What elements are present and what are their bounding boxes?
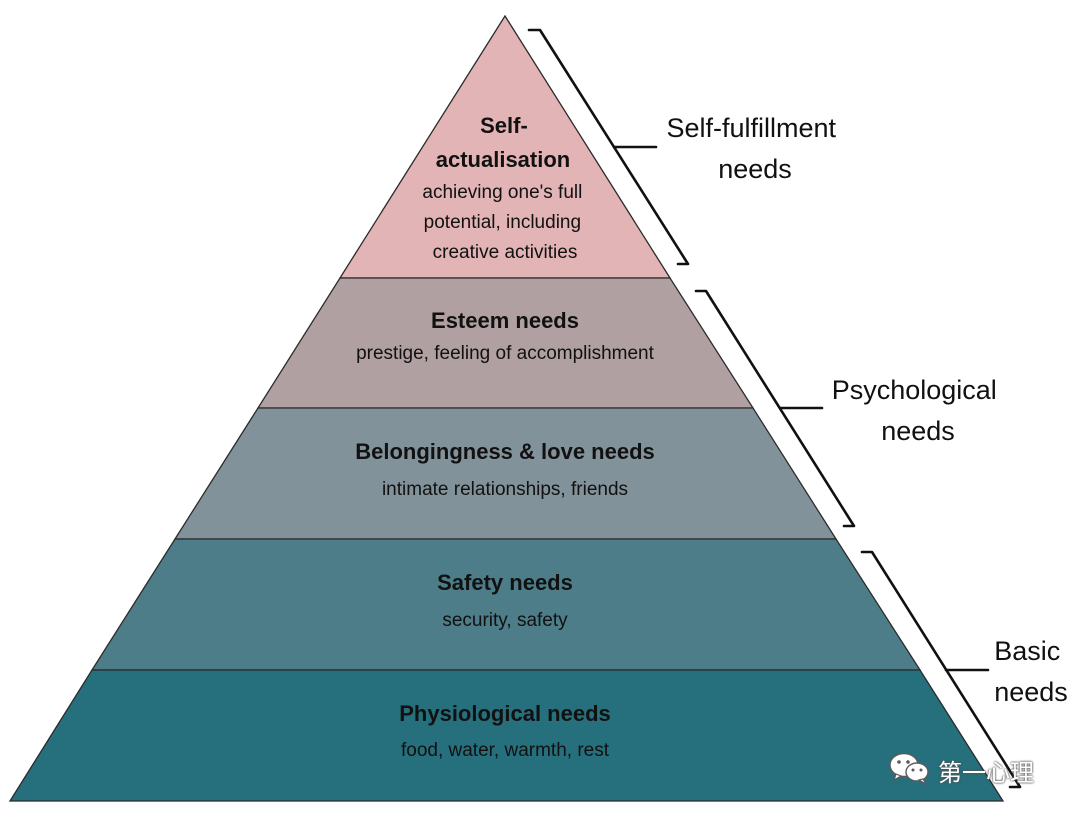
svg-text:achieving one's full p: achieving one's full potential, includin… [422,182,587,263]
tier-safety: Safety needs security, safety [90,538,922,671]
tier-self-actualisation-desc-line-1: achieving one's full [422,182,582,203]
watermark-text: 第一心理 [938,758,1034,787]
group-self-fulfillment-label-line-1: Self-fulfillment [666,113,836,143]
group-brackets: Self-fulfillment needs Psychological nee… [527,28,1068,789]
svg-text:Psychological needs: Psychological needs [832,375,1005,446]
group-psychological-label-line-1: Psychological [832,375,997,405]
tier-self-actualisation-title-line-1: Self- [480,113,528,138]
tier-safety-title: Safety needs [437,570,573,595]
group-basic-label-line-1: Basic [994,636,1060,666]
group-psychological-label-line-2: needs [881,416,955,446]
pyramid: Self- actualisation achieving one's full… [8,14,1005,802]
tier-safety-desc: security, safety [442,610,568,631]
svg-text:Basic needs: Basic needs [994,636,1068,707]
tier-esteem-title: Esteem needs [431,308,579,333]
tier-self-actualisation: Self- actualisation achieving one's full… [338,14,672,279]
svg-text:Self-fulfillment needs: Self-fulfillment needs [666,113,843,184]
tier-physiological-title: Physiological needs [399,701,611,726]
group-self-fulfillment: Self-fulfillment needs [527,28,843,266]
watermark: 第一心理 [888,750,1034,790]
tier-physiological-shape [8,669,1005,802]
tier-belongingness: Belongingness & love needs intimate rela… [173,407,838,540]
wechat-icon [888,750,932,791]
tier-belongingness-shape [173,407,838,540]
tier-physiological-desc: food, water, warmth, rest [401,740,610,761]
tier-self-actualisation-title-line-2: actualisation [436,147,570,172]
group-basic-label-line-2: needs [994,677,1068,707]
tier-esteem: Esteem needs prestige, feeling of accomp… [256,277,755,409]
tier-belongingness-title: Belongingness & love needs [355,439,655,464]
tier-esteem-desc: prestige, feeling of accomplishment [356,343,655,364]
tier-belongingness-desc: intimate relationships, friends [382,479,628,500]
svg-text:Self- actualisation: Self- actualisation [436,113,570,172]
group-basic: Basic needs [860,550,1068,789]
group-psychological: Psychological needs [694,289,1005,528]
tier-self-actualisation-desc-line-3: creative activities [433,242,578,263]
tier-physiological: Physiological needs food, water, warmth,… [8,669,1005,802]
tier-self-actualisation-desc-line-2: potential, including [424,212,581,233]
group-self-fulfillment-label-line-2: needs [718,154,792,184]
tier-safety-shape [90,538,922,671]
